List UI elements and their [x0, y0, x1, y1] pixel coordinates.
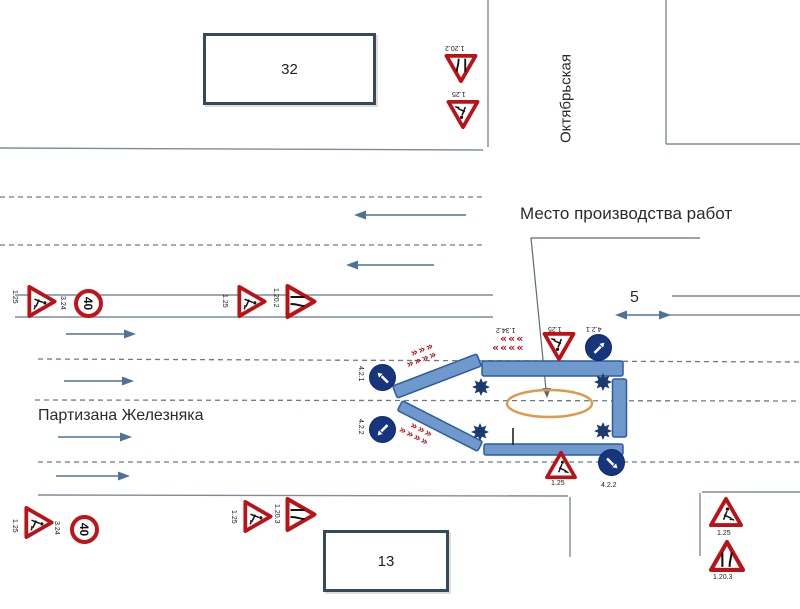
roadworks-sign: [237, 285, 268, 319]
sign-code-label: 4.2.1: [357, 366, 364, 382]
arrow-nw-icon: [377, 372, 389, 383]
signal-lamp-icon: [471, 423, 489, 441]
detour-arrow-sign: [369, 364, 396, 391]
work-site-label: Место производства работ: [520, 204, 733, 223]
speed-limit-sign: 40: [70, 515, 99, 544]
speed-limit-sign: 40: [74, 289, 103, 318]
detour-arrow-sign: [585, 334, 612, 361]
dimension-value: 5: [630, 289, 639, 306]
roadworks-sign: [446, 99, 480, 130]
building-13-number: 13: [377, 552, 395, 570]
barrier-taper-lower: [397, 400, 483, 452]
sign-code-label: 4.2.1: [586, 325, 602, 332]
sign-code-label: 4.2.2: [357, 419, 364, 435]
barrier-bottom: [483, 443, 624, 456]
arrow-ne-icon: [593, 342, 604, 354]
sign-code-label: 1.25: [230, 510, 237, 524]
speed-limit-value: 40: [77, 522, 92, 537]
work-area-ellipse: [505, 388, 594, 419]
road-narrows-sign: [444, 53, 478, 84]
sign-code-label: 1.25: [11, 290, 18, 304]
roadworks-sign: [708, 496, 744, 528]
signal-lamp-icon: [472, 378, 490, 396]
detour-arrow-sign: [598, 449, 625, 476]
building-13: 13: [323, 530, 449, 592]
signal-lamp-icon: [594, 373, 612, 391]
sign-code-label: 1.25: [717, 530, 731, 537]
roadworks-sign: [27, 285, 58, 319]
arrow-se-icon: [605, 457, 617, 468]
barrier-top: [481, 360, 624, 377]
barrier-taper-upper: [392, 353, 482, 399]
sign-code-label: 1.25: [221, 294, 228, 308]
sign-code-label: 1.20.3: [713, 574, 733, 581]
building-32-number: 32: [281, 60, 298, 78]
roadworks-sign: [542, 331, 576, 362]
street-name-oktyabrskaya: Октябрьская: [557, 54, 575, 143]
lane-markings: [0, 196, 800, 463]
sign-code-label: 1.20.2: [445, 44, 465, 51]
sign-code-label: 3.24: [53, 521, 60, 535]
sign-code-label: 4.2.2: [601, 482, 617, 489]
sign-code-label: 1.20.2: [272, 288, 279, 308]
barrier-bars: [392, 353, 628, 456]
chevron-row: ««««: [492, 341, 525, 354]
building-32: 32: [203, 33, 376, 105]
roadworks-sign: [544, 450, 578, 480]
sign-code-label: 1.25: [452, 90, 466, 97]
dimension-arrow: [615, 310, 671, 320]
barrier-right: [611, 378, 628, 438]
road-narrows-sign: [285, 284, 318, 320]
chevron-panel-left: ««« ««««: [492, 332, 525, 354]
sign-code-label: 1.25: [11, 519, 18, 533]
roadworks-sign: [243, 500, 274, 534]
signal-lamp-icon: [594, 422, 612, 440]
sign-code-label: 1.25: [551, 480, 565, 487]
traffic-direction-arrows: [56, 210, 466, 481]
arrow-sw-icon: [377, 423, 388, 435]
sign-code-label: 3.24: [59, 296, 66, 310]
street-name-partizana-zheleznyaka: Партизана Железняка: [38, 407, 204, 424]
road-narrows-sign: [708, 539, 746, 573]
speed-limit-value: 40: [81, 296, 96, 311]
roadworks-sign: [24, 506, 55, 540]
road-narrows-sign: [285, 497, 318, 533]
chevron-row: «««: [500, 332, 525, 345]
sign-code-label: 1.20.3: [273, 504, 280, 524]
detour-arrow-sign: [369, 416, 396, 443]
